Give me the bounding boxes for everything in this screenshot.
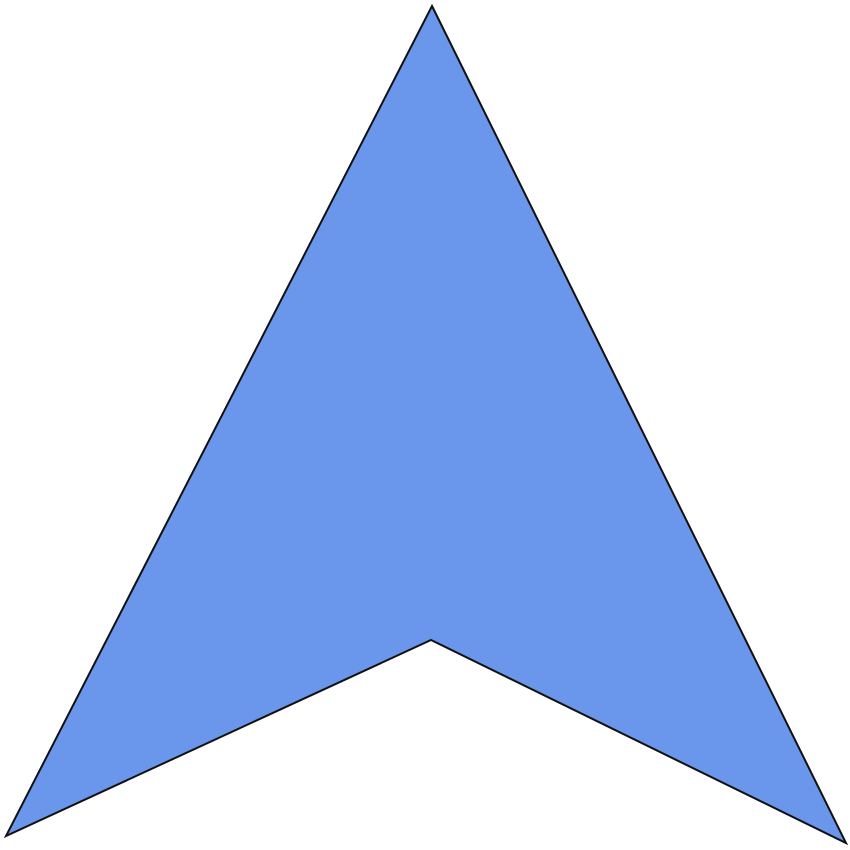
arrow-shape <box>3 3 849 846</box>
